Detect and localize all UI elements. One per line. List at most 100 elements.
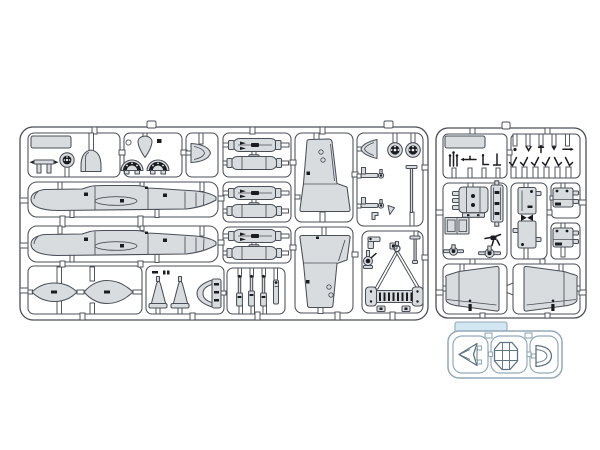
- runner-stub: [476, 359, 483, 365]
- deck-slat: [410, 292, 413, 301]
- runner-stub: [280, 142, 290, 148]
- breech-detail: [261, 296, 266, 298]
- runner-stub: [524, 332, 533, 339]
- runner-stub: [281, 250, 289, 256]
- deck-slat: [379, 292, 381, 301]
- winch-pin: [365, 249, 371, 258]
- engine-flange: [461, 212, 486, 218]
- runner-stub: [57, 225, 63, 235]
- dial-detail: [162, 164, 164, 167]
- dial-face-detail: [123, 161, 141, 171]
- flange-detail: [477, 214, 480, 217]
- canopy-windscreen: [458, 342, 478, 367]
- dial-detail: [126, 164, 128, 167]
- gate-tab: [383, 120, 394, 129]
- spar-pin: [494, 180, 500, 186]
- panel-foot: [160, 169, 167, 175]
- frame-line: [459, 354, 471, 360]
- hub-detail: [411, 148, 415, 152]
- runner-stub: [506, 149, 513, 156]
- flange-detail: [467, 214, 470, 217]
- runner-stub: [521, 166, 528, 179]
- panel-foot: [123, 169, 130, 175]
- panel-line: [364, 142, 375, 156]
- shackle-detail: [392, 244, 395, 248]
- antenna-shaft: [409, 167, 414, 214]
- stack-detail: [521, 243, 524, 246]
- runner-stub: [217, 195, 225, 202]
- hub-detail: [63, 159, 66, 161]
- runner-stub: [249, 126, 256, 135]
- runner-stub: [281, 208, 289, 214]
- gate-tab: [501, 121, 511, 130]
- runner-stub: [217, 239, 225, 246]
- fuselage-half-2: [30, 229, 217, 257]
- runner-stub: [89, 302, 95, 315]
- bracket-part: [482, 155, 490, 166]
- box-pin: [572, 198, 580, 205]
- box-detail: [458, 219, 468, 232]
- runner-stub: [137, 260, 144, 268]
- machine-gun: [490, 235, 497, 240]
- box-pin: [572, 238, 580, 245]
- chock-detail: [369, 237, 372, 241]
- runner-stub: [532, 166, 539, 179]
- runner-stub: [79, 312, 86, 321]
- runner-stub: [510, 166, 517, 179]
- strut-detail: [379, 174, 383, 177]
- wing-detail: [306, 171, 310, 175]
- lever-fitting: [553, 156, 563, 167]
- spar-detail: [494, 212, 500, 215]
- hub-detail: [390, 149, 393, 151]
- bolt-detail: [369, 290, 373, 293]
- runner-stub: [59, 260, 66, 268]
- bomb-cap: [274, 139, 282, 151]
- nacelle-pin: [551, 304, 555, 311]
- gun-bipod: [496, 239, 501, 246]
- lever-fitting: [530, 156, 540, 167]
- runner-stub: [19, 197, 29, 204]
- cone-pin: [177, 275, 183, 283]
- strut-post: [360, 196, 367, 205]
- muzzle-detail: [274, 281, 278, 284]
- runner-stub: [546, 209, 553, 216]
- runner-stub: [334, 311, 341, 321]
- runner-stub: [421, 254, 429, 261]
- bracket-knob: [481, 154, 485, 157]
- panel-line: [338, 239, 346, 262]
- tank-cap: [275, 205, 283, 217]
- hub-detail: [66, 156, 68, 158]
- runner-stub: [451, 167, 457, 179]
- window-detail: [163, 238, 167, 242]
- nacelle-pin: [468, 304, 472, 311]
- exhaust-stub-part: [387, 204, 396, 216]
- hub-detail: [415, 149, 418, 151]
- muzzle-detail: [238, 274, 241, 278]
- runner-stub: [565, 133, 570, 147]
- fin-detail: [240, 141, 246, 145]
- small-fitting: [525, 145, 532, 152]
- small-fitting: [513, 147, 517, 152]
- runner-stub: [481, 167, 487, 179]
- window-detail: [145, 231, 148, 234]
- runner-stub: [392, 132, 398, 144]
- gun-breech: [236, 292, 243, 307]
- runner-stub: [294, 194, 301, 200]
- drop-tank-2: [230, 203, 278, 219]
- pitot-leg: [36, 163, 42, 174]
- runner-stub: [280, 190, 290, 196]
- deck-slat: [401, 292, 404, 301]
- runner-stub: [558, 263, 564, 272]
- spar-detail: [494, 202, 500, 205]
- side-pin: [535, 190, 542, 197]
- runner-stub: [469, 258, 476, 265]
- small-fitting: [570, 147, 574, 151]
- rung-detail: [214, 299, 219, 302]
- spinner-dome-part: [190, 142, 212, 164]
- muzzle-detail: [250, 274, 253, 278]
- venturi-horn-part: [360, 138, 378, 160]
- runner-stub: [578, 199, 587, 206]
- panel-line: [193, 146, 205, 160]
